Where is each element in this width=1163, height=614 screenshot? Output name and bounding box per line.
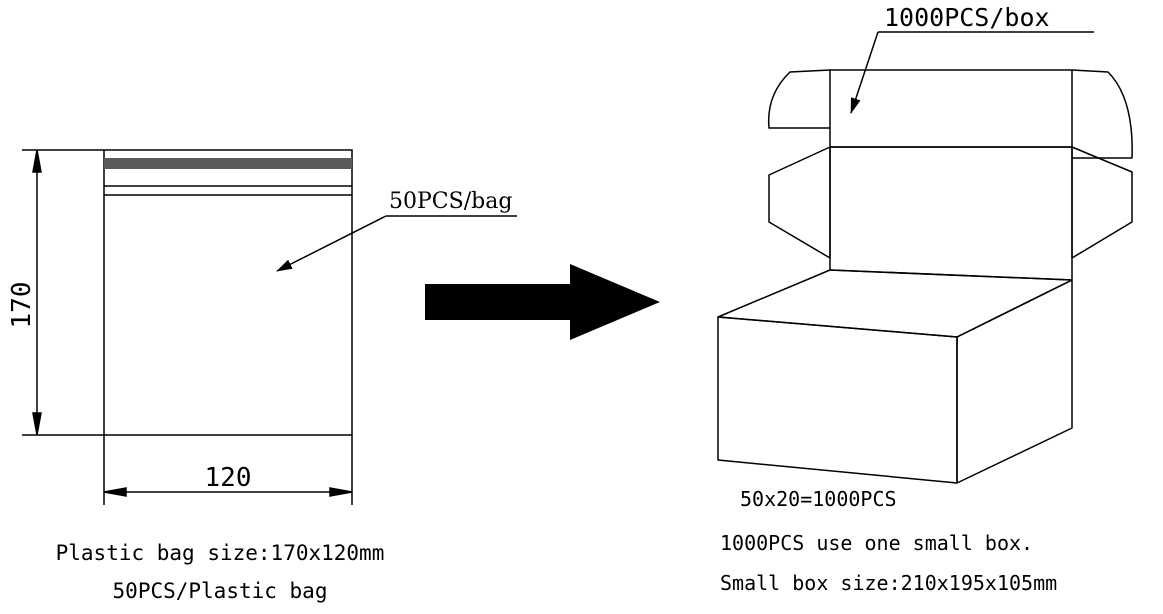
box-right-face (956, 279, 1073, 484)
box-callout-leader (850, 31, 879, 114)
dim-arrow-down (32, 412, 42, 436)
box-lid-panel (829, 146, 1073, 281)
bag-caption-size: Plastic bag size:170x120mm (56, 541, 385, 565)
bag-height-dimension (22, 149, 104, 436)
bag-callout-leader (276, 215, 387, 272)
bag-callout-label: 50PCS/bag (389, 189, 512, 214)
dim-arrow-right (329, 487, 353, 497)
box-callout (850, 31, 1094, 114)
bag-height-label: 170 (7, 282, 37, 329)
box-top-face (717, 269, 1073, 338)
flow-arrow-icon (425, 264, 660, 340)
bag-callout (276, 215, 517, 272)
bag-width-dimension (103, 435, 353, 505)
box-note-calculation: 50x20=1000PCS (740, 487, 897, 511)
plastic-bag-drawing (103, 149, 353, 436)
box-left-ear-flap (767, 69, 831, 129)
bag-width-label: 120 (205, 463, 252, 493)
bag-seal-strip (104, 158, 352, 169)
box-drawing (717, 69, 1133, 484)
box-note-size: Small box size:210x195x105mm (720, 571, 1057, 595)
box-callout-label: 1000PCS/box (884, 3, 1050, 32)
box-note-usage: 1000PCS use one small box. (720, 531, 1033, 555)
box-left-side-flap (768, 146, 831, 259)
dim-arrow-left (103, 487, 127, 497)
box-right-side-flap (1071, 146, 1133, 259)
dim-arrow-up (32, 149, 42, 173)
box-lid-front-strip (829, 69, 1073, 148)
box-front-face (717, 316, 958, 484)
box-right-ear-flap (1071, 69, 1133, 159)
bag-outline (103, 149, 353, 436)
bag-caption-count: 50PCS/Plastic bag (113, 579, 328, 603)
